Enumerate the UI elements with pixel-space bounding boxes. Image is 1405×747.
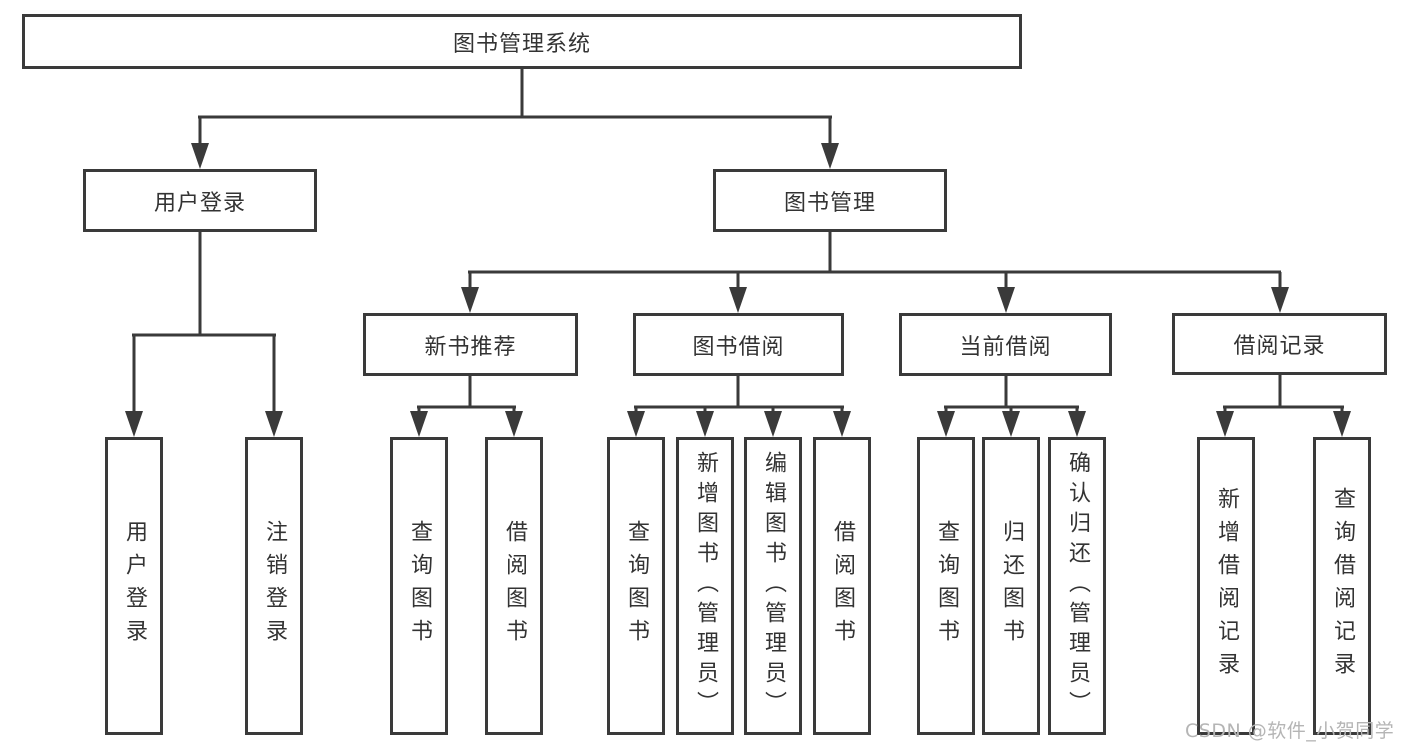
leaf-user-login-label: 用户登录 [122,520,147,652]
leaf-borrow-books-label: 借阅图书 [830,520,855,652]
leaf-edit-books-admin-label: 编辑图书（管理员） [761,451,786,721]
node-root-system-label: 图书管理系统 [452,31,591,57]
node-user-login: 用户登录 [83,169,317,232]
leaf-query-books-current-label: 查询图书 [934,520,959,652]
watermark-text: CSDN @软件_小贺同学 [1185,720,1395,742]
leaf-query-books-recommend: 查询图书 [390,437,448,735]
leaf-confirm-return-admin: 确认归还（管理员） [1048,437,1106,735]
node-new-book-recommend: 新书推荐 [363,313,578,376]
node-book-management: 图书管理 [713,169,947,232]
node-book-borrow: 图书借阅 [633,313,844,376]
node-borrow-records-label: 借阅记录 [1233,334,1326,359]
leaf-query-books-borrow: 查询图书 [607,437,665,735]
node-book-management-label: 图书管理 [783,190,876,216]
leaf-query-borrow-record: 查询借阅记录 [1313,437,1371,735]
leaf-borrow-books: 借阅图书 [813,437,871,735]
node-book-borrow-label: 图书借阅 [692,334,785,360]
leaf-confirm-return-admin-label: 确认归还（管理员） [1065,451,1090,721]
node-new-book-recommend-label: 新书推荐 [424,334,517,360]
leaf-add-books-admin: 新增图书（管理员） [676,437,734,735]
leaf-add-borrow-record-label: 新增借阅记录 [1214,487,1239,685]
leaf-edit-books-admin: 编辑图书（管理员） [744,437,802,735]
leaf-query-books-borrow-label: 查询图书 [624,520,649,652]
leaf-return-books: 归还图书 [982,437,1040,735]
node-current-borrow: 当前借阅 [899,313,1112,376]
node-current-borrow-label: 当前借阅 [959,334,1052,360]
leaf-logout: 注销登录 [245,437,303,735]
node-root-system: 图书管理系统 [22,14,1022,69]
node-user-login-label: 用户登录 [153,190,246,216]
leaf-query-books-current: 查询图书 [917,437,975,735]
leaf-add-borrow-record: 新增借阅记录 [1197,437,1255,735]
leaf-borrow-books-recommend-label: 借阅图书 [502,520,527,652]
leaf-logout-label: 注销登录 [262,520,287,652]
leaf-query-books-recommend-label: 查询图书 [407,520,432,652]
node-borrow-records: 借阅记录 [1172,313,1387,375]
leaf-user-login: 用户登录 [105,437,163,735]
leaf-return-books-label: 归还图书 [999,520,1024,652]
leaf-add-books-admin-label: 新增图书（管理员） [693,451,718,721]
leaf-borrow-books-recommend: 借阅图书 [485,437,543,735]
leaf-query-borrow-record-label: 查询借阅记录 [1330,487,1355,685]
